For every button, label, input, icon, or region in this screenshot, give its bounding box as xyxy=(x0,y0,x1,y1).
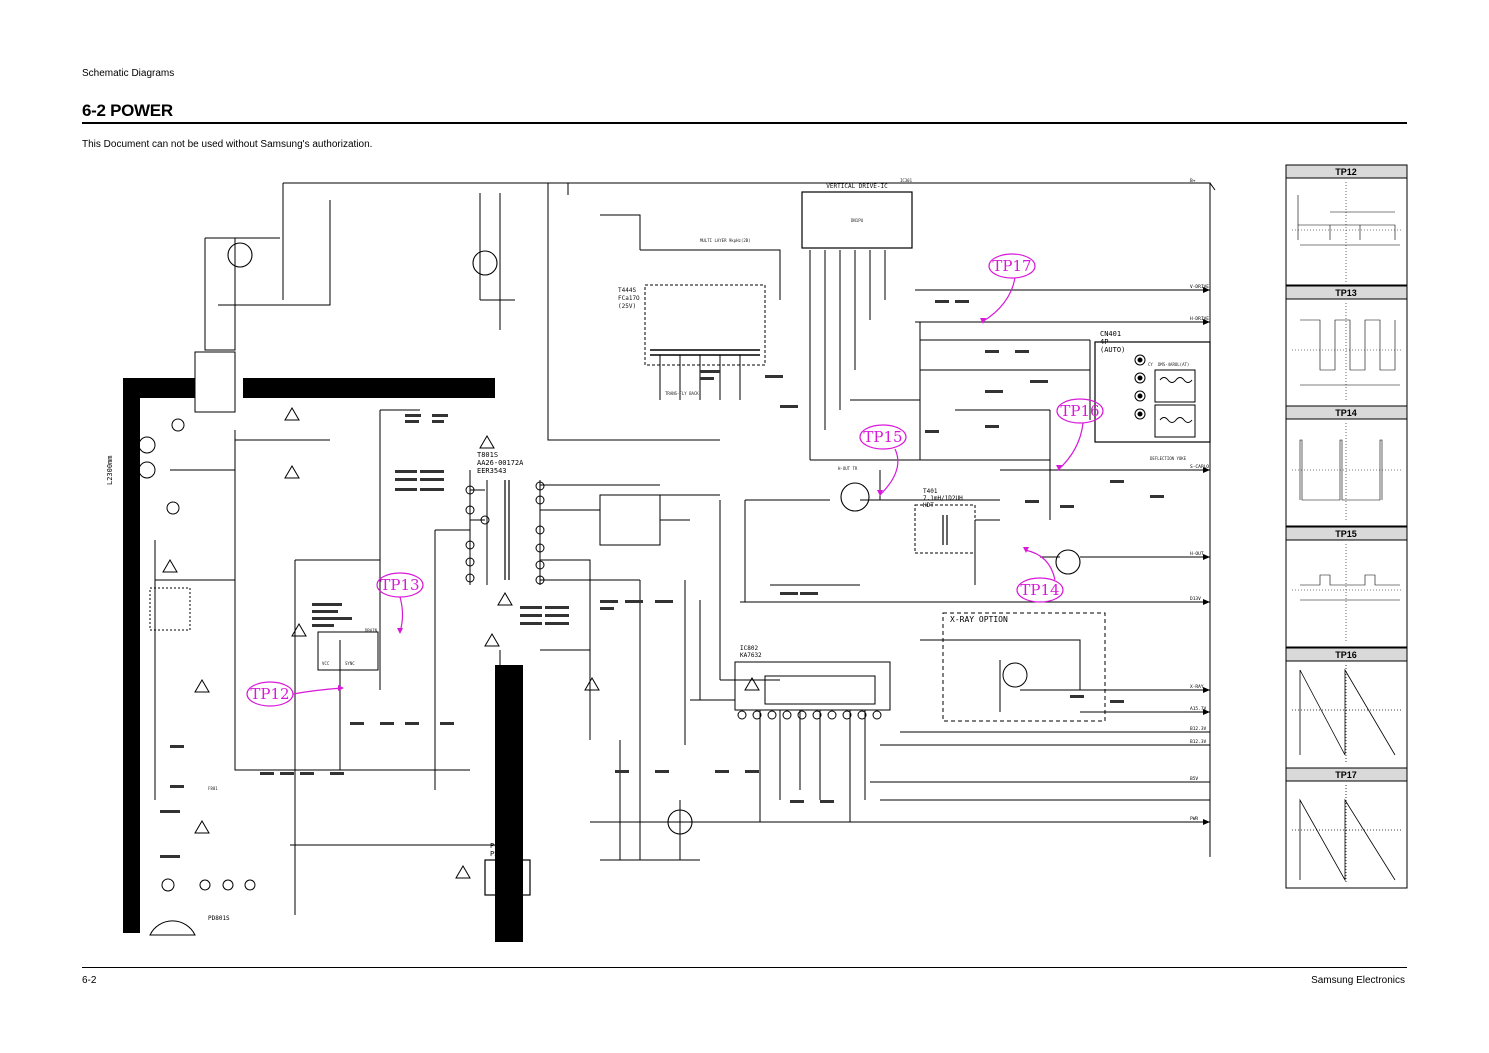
vertical-ic-label: VERTICAL DRIVE-IC xyxy=(826,183,888,190)
connector-label: CN401 xyxy=(1100,330,1121,338)
flyback-label: T444S xyxy=(618,287,636,294)
section-label: Schematic Diagrams xyxy=(82,68,175,79)
yoke-connector: CY xyxy=(1148,362,1153,367)
waveform-title-tp15: TP15 xyxy=(1335,529,1357,539)
flyback-title: TRANS-FLY BACK xyxy=(665,391,699,396)
waveform-panels: TP12 TP13 TP14 TP15 xyxy=(1285,164,1408,889)
flyback-voltage: (25V) xyxy=(618,303,636,310)
optocoupler-part: PS2561 xyxy=(490,850,515,858)
signal-label: H-OUT xyxy=(1190,551,1204,557)
tp14-marker: TP14 xyxy=(1020,581,1059,599)
vertical-ic-part: IC301 xyxy=(900,178,913,183)
power-plug-label: PD801S xyxy=(208,915,230,922)
smps-transformer-label: T801S xyxy=(477,451,498,459)
tp17-marker: TP17 xyxy=(992,257,1031,275)
connector-pins: 4P xyxy=(1100,338,1108,346)
hdt-value: 7.1mH/1D2UH xyxy=(923,495,963,502)
company-name: Samsung Electronics xyxy=(1311,975,1405,986)
signal-label: B+ xyxy=(1190,178,1196,184)
ic802-part: KA7632 xyxy=(740,652,762,659)
authorization-note: This Document can not be used without Sa… xyxy=(82,139,373,150)
fuse-label: F801 xyxy=(208,786,218,791)
hout-tr-label: H-OUT TR xyxy=(838,466,858,471)
smps-transformer-part: AA26-00172A xyxy=(477,459,524,467)
ic802-label: IC802 xyxy=(740,645,758,652)
waveform-title-tp13: TP13 xyxy=(1335,288,1357,298)
tp13-marker: TP13 xyxy=(380,576,419,594)
signal-label: B12.3V xyxy=(1190,739,1207,745)
waveform-title-tp16: TP16 xyxy=(1335,650,1357,660)
signal-label: H-DRIVE xyxy=(1190,316,1209,322)
vertical-ic-body: DN1PU xyxy=(851,218,864,223)
flyback-sub: FCa17O xyxy=(618,295,640,302)
signal-label: PWR xyxy=(1190,816,1198,822)
optocoupler-label: PC801S xyxy=(490,842,515,850)
degauss-length: L2300mm xyxy=(106,455,114,485)
tp15-marker: TP15 xyxy=(863,428,902,446)
waveform-title-tp12: TP12 xyxy=(1335,167,1357,177)
xray-option-label: X-RAY OPTION xyxy=(950,615,1008,624)
waveform-title-tp14: TP14 xyxy=(1335,408,1357,418)
signal-label: S-CAPLO xyxy=(1190,464,1209,470)
smps-transformer-core: EER3543 xyxy=(477,467,507,475)
hdt-name: HDT xyxy=(923,502,934,509)
ic-vcc-pin: VCC xyxy=(322,661,330,666)
ic-sync-pin: SYNC xyxy=(345,661,355,666)
deflection-label: DEFLECTION YOKE xyxy=(1150,456,1187,461)
tp12-marker: TP12 xyxy=(250,685,289,703)
multi-layer-label: MULTI LAYER 9kpHz(2B) xyxy=(700,238,751,243)
signal-label: D13V xyxy=(1190,596,1201,602)
page-title: 6-2 POWER xyxy=(82,101,173,120)
signal-label: X-RAY xyxy=(1190,684,1204,690)
hdt-label: T401 xyxy=(923,488,938,495)
footer-rule xyxy=(82,967,1407,968)
connector-mode: (AUTO) xyxy=(1100,346,1125,354)
tp16-marker: TP16 xyxy=(1060,402,1099,420)
header-rule xyxy=(82,122,1407,124)
page-number: 6-2 xyxy=(82,975,97,986)
signal-label: B5V xyxy=(1190,776,1198,782)
signal-label: A15.7V xyxy=(1190,706,1207,712)
ic-drain-pin: DRAIN xyxy=(365,628,378,633)
waveform-title-tp17: TP17 xyxy=(1335,770,1357,780)
signal-label: B12.3V xyxy=(1190,726,1207,732)
yoke-connector-sub: DMS-4AROL(AT) xyxy=(1158,362,1189,367)
signal-label: V-DRIVE xyxy=(1190,284,1209,290)
